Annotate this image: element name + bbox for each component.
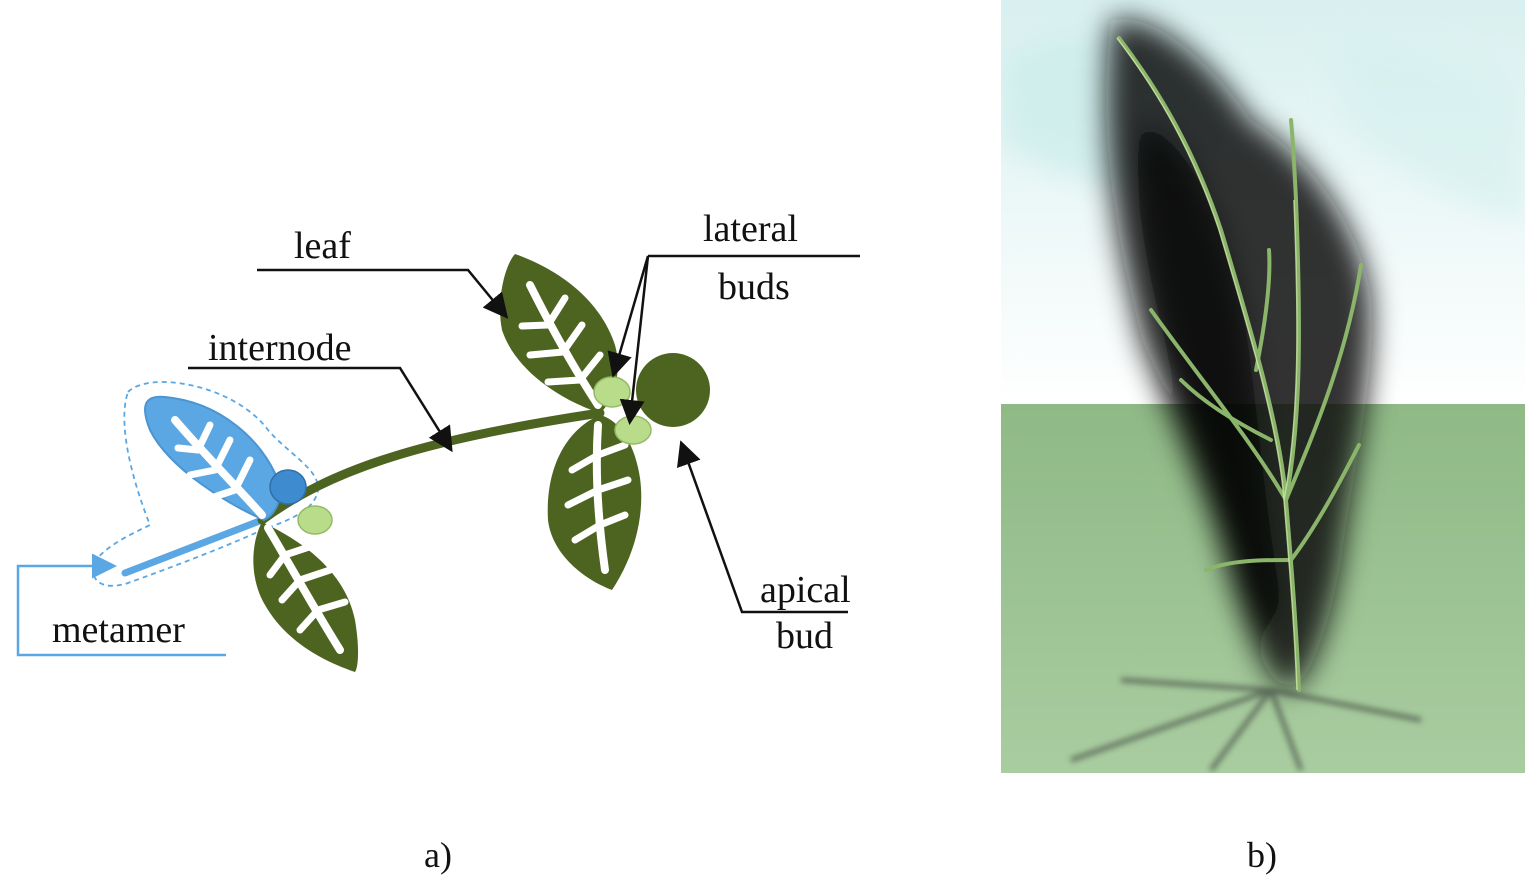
caption-b: b) (1247, 835, 1277, 875)
bracket-metamer (16, 553, 226, 657)
metamer-dashed-outline (92, 381, 319, 587)
caption-a: a) (424, 835, 452, 875)
label-lateral-buds-line2: buds (718, 266, 790, 308)
node-lateral-bud (297, 505, 333, 535)
page-gap (1001, 773, 1525, 878)
label-apical-bud-line1: apical (760, 569, 851, 611)
metamer-internode (121, 516, 266, 577)
lateral-bud-upper (593, 376, 631, 408)
apex-lower-leaf (547, 415, 642, 590)
metamer-lateral-bud (269, 469, 307, 505)
panel-a-metamer-diagram: leaf internode lateral buds apical bud m… (16, 208, 860, 875)
leader-internode (188, 366, 453, 453)
lower-leaf (253, 522, 359, 672)
leader-lateral-bud-upper (607, 255, 650, 378)
leader-leaf (257, 268, 509, 319)
shadow-volume (1106, 18, 1372, 691)
leader-lateral-bud-lower (619, 255, 650, 425)
upper-leaf (500, 254, 618, 413)
label-leaf: leaf (294, 225, 351, 267)
lateral-bud-lower (614, 415, 652, 445)
metamer-diagram-svg: leaf internode lateral buds apical bud m… (16, 208, 860, 875)
apical-bud (636, 353, 710, 427)
label-internode: internode (208, 327, 352, 369)
metamer-leaf (144, 395, 281, 522)
label-metamer: metamer (52, 609, 185, 651)
ground-shadow-branches (1070, 677, 1422, 772)
cloud (1321, 33, 1525, 221)
plant (1117, 36, 1363, 692)
leader-apical-bud (676, 440, 848, 614)
plant-highlight (1116, 37, 1298, 691)
plant-render-svg: b) (1001, 0, 1525, 878)
label-lateral-buds-line1: lateral (703, 208, 798, 250)
label-apical-bud-line2: bud (776, 615, 833, 657)
panel-b-plant-render: b) (1001, 0, 1525, 878)
